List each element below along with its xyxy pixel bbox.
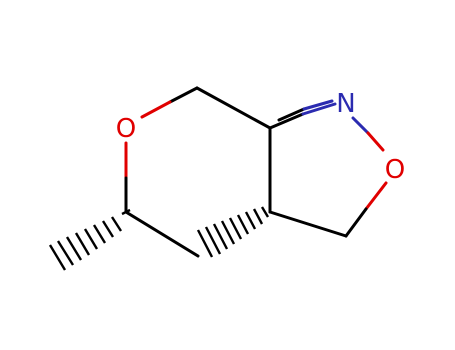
bond-c3a-c3 [268, 210, 348, 238]
bond-c7-o6-oxygen-half [140, 100, 172, 119]
bond-n-o1-oxygen-half [366, 131, 385, 152]
atom-label-isoxazole-oxygen: O [385, 155, 405, 185]
bond-n-o1-nitrogen-half [351, 116, 370, 135]
bond-c7a-n-nitrogen-half-1 [301, 102, 337, 116]
bond-o1-c3-carbon-half [344, 207, 368, 238]
stereo-hash-methyl [48, 208, 131, 271]
bond-c7a-n-carbon-half-1 [268, 112, 305, 130]
bond-o1-c3-oxygen-half [364, 181, 388, 211]
stereo-hash-c3a-c4 [196, 206, 270, 258]
atom-label-nitrogen: N [336, 89, 355, 119]
bond-c7a-n-nitrogen-half-2 [302, 99, 334, 111]
bond-c7-o6-carbon-half [168, 86, 199, 104]
atom-label-ring-oxygen: O [116, 114, 136, 144]
bond-c5-c4 [124, 210, 200, 258]
bond-c7a-n-carbon-half-2 [277, 107, 306, 122]
bond-c7-c7a [195, 86, 272, 130]
